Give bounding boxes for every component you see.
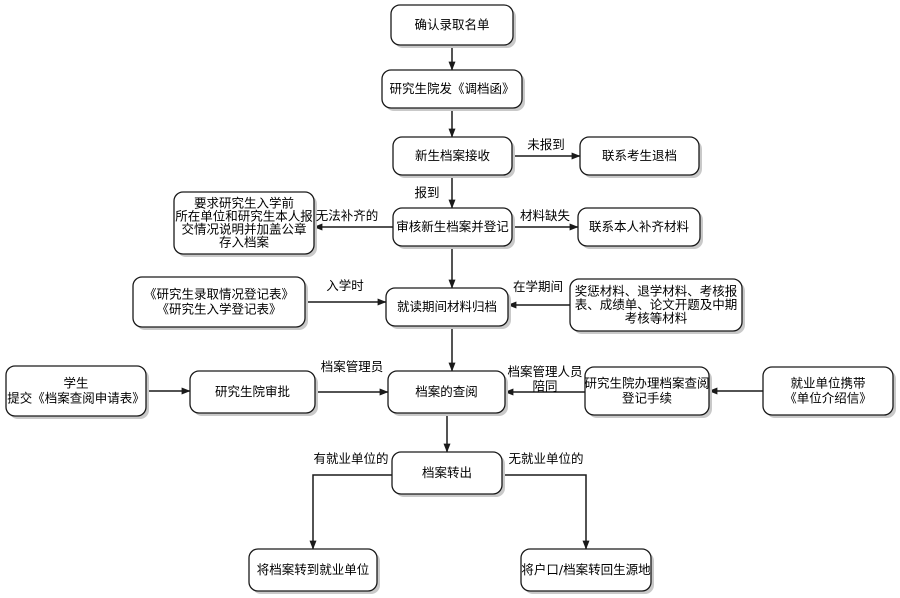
flow-node[interactable]: 研究生院审批	[189, 370, 318, 416]
edges-layer	[146, 45, 763, 550]
node-box[interactable]	[520, 548, 652, 592]
node-box[interactable]	[392, 207, 513, 247]
flow-node[interactable]: 要求研究生入学前所在单位和研究生本人报交情况说明并加盖公章存入档案	[173, 191, 317, 257]
flow-node[interactable]: 将户口/档案转回生源地	[520, 548, 654, 594]
node-label: 联系本人补齐材料	[589, 219, 690, 234]
flow-edge	[309, 474, 392, 550]
node-box[interactable]	[584, 366, 710, 416]
node-box[interactable]	[5, 365, 147, 417]
node-label: 研究生院办理档案查阅登记手续	[584, 375, 709, 405]
node-label: 就业单位携带《单位介绍信》	[784, 375, 872, 405]
node-label: 档案的查阅	[415, 384, 478, 399]
node-box[interactable]	[385, 287, 509, 327]
edge-label: 无法补齐的	[316, 208, 379, 223]
node-label: 就读期间材料归档	[397, 299, 497, 314]
edge-label: 无就业单位的	[508, 451, 583, 466]
node-label: 学生提交《档案查阅申请表》	[7, 375, 145, 405]
flow-node[interactable]: 《研究生录取情况登记表》《研究生入学登记表》	[132, 276, 308, 330]
node-label: 将户口/档案转回生源地	[521, 562, 651, 577]
node-label: 要求研究生入学前所在单位和研究生本人报交情况说明并加盖公章存入档案	[175, 195, 313, 249]
node-box[interactable]	[381, 69, 523, 109]
flow-node[interactable]: 就业单位携带《单位介绍信》	[762, 366, 896, 418]
node-box[interactable]	[387, 370, 506, 414]
node-box[interactable]	[762, 366, 894, 416]
node-label: 将档案转到就业单位	[257, 562, 370, 577]
edge-label: 报到	[414, 185, 439, 200]
flow-node[interactable]: 档案的查阅	[387, 370, 508, 416]
node-box[interactable]	[189, 370, 316, 414]
edge-label: 材料缺失	[520, 208, 571, 223]
node-box[interactable]	[248, 548, 378, 592]
flow-node[interactable]: 联系本人补齐材料	[577, 207, 703, 249]
node-box[interactable]	[569, 278, 743, 332]
node-label: 新生档案接收	[415, 148, 491, 163]
node-box[interactable]	[392, 136, 513, 176]
flow-node[interactable]: 就读期间材料归档	[385, 287, 511, 329]
node-box[interactable]	[173, 191, 315, 255]
node-label: 奖惩材料、退学材料、考核报表、成绩单、论文开题及中期考核等材料	[575, 283, 738, 325]
node-box[interactable]	[391, 451, 503, 495]
node-label: 审核新生档案并登记	[396, 219, 509, 234]
node-box[interactable]	[390, 4, 514, 46]
node-label: 研究生院发《调档函》	[389, 81, 514, 96]
flow-node[interactable]: 确认录取名单	[390, 4, 516, 48]
edge-label: 未报到	[527, 137, 565, 152]
node-box[interactable]	[577, 207, 701, 247]
node-box[interactable]	[579, 136, 700, 176]
node-label: 档案转出	[422, 465, 472, 480]
edge-label: 有就业单位的	[313, 451, 388, 466]
edge-label: 入学时	[326, 278, 364, 293]
flow-node[interactable]: 新生档案接收	[392, 136, 515, 178]
edge-label: 档案管理人员陪同	[507, 364, 582, 394]
flow-node[interactable]: 将档案转到就业单位	[248, 548, 380, 594]
flow-edge	[502, 474, 590, 550]
node-label: 联系考生退档	[602, 148, 677, 163]
node-label: 研究生院审批	[215, 384, 290, 399]
node-box[interactable]	[132, 276, 306, 328]
node-label: 《研究生录取情况登记表》《研究生入学登记表》	[144, 286, 294, 316]
flow-node[interactable]: 审核新生档案并登记	[392, 207, 515, 249]
flow-node[interactable]: 档案转出	[391, 451, 505, 497]
node-label: 确认录取名单	[414, 17, 489, 32]
flow-node[interactable]: 学生提交《档案查阅申请表》	[5, 365, 149, 419]
flow-node[interactable]: 研究生院办理档案查阅登记手续	[584, 366, 712, 418]
flow-node[interactable]: 联系考生退档	[579, 136, 702, 178]
edge-label: 在学期间	[513, 279, 563, 294]
flow-node[interactable]: 奖惩材料、退学材料、考核报表、成绩单、论文开题及中期考核等材料	[569, 278, 745, 334]
flow-node[interactable]: 研究生院发《调档函》	[381, 69, 525, 111]
edge-label: 档案管理员	[321, 359, 384, 374]
